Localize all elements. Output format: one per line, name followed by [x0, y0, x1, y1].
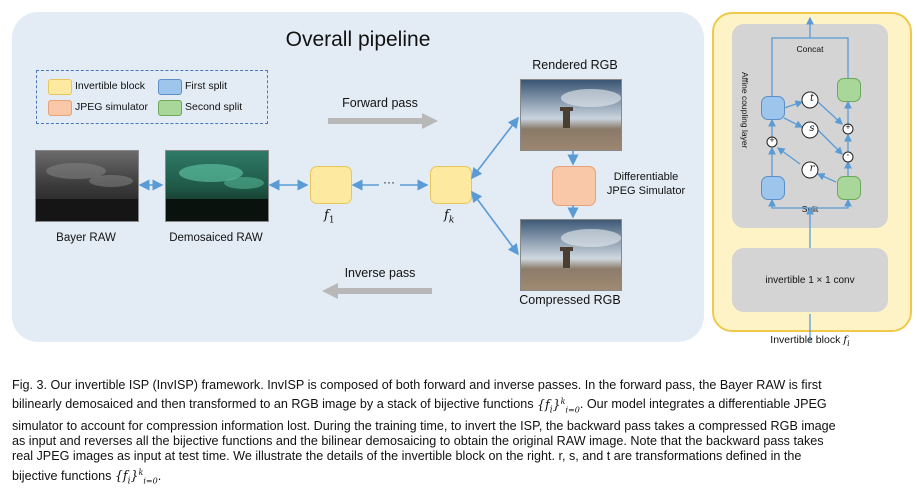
invertible-block-f1 — [310, 166, 352, 204]
inverse-pass-arrow — [322, 283, 432, 299]
caption-line-6b: . — [157, 468, 162, 483]
jpeg-simulator-label: Differentiable JPEG Simulator — [606, 170, 706, 198]
fi-sup: k — [560, 396, 566, 406]
invertible-block-fk — [430, 166, 472, 204]
caption-line-1: Fig. 3. Our invertible ISP (InvISP) fram… — [12, 378, 822, 392]
plus-left: + — [769, 135, 775, 145]
add-node-right — [842, 123, 854, 135]
block-caption-sub: i — [847, 339, 850, 349]
legend-second-split-label: Second split — [185, 101, 243, 113]
legend-first-split-swatch — [158, 79, 182, 95]
r-node — [801, 161, 819, 179]
rendered-rgb-label: Rendered RGB — [532, 58, 618, 72]
fi-sup-2: k — [138, 467, 144, 477]
fi-open-2: {f — [114, 467, 128, 483]
caption-line-2a: bilinearly demosaiced and then transform… — [12, 397, 538, 412]
fk-symbol: f — [444, 208, 449, 223]
forward-pass-arrow — [328, 113, 438, 129]
fi-sub: i — [549, 405, 553, 416]
caption-line-3: simulator to account for compression inf… — [12, 418, 836, 433]
rendered-rgb-image — [520, 79, 622, 151]
fk-subscript: k — [448, 215, 455, 226]
fk-label: fk — [444, 208, 454, 226]
f1-label: f1 — [324, 208, 335, 226]
forward-pass-label: Forward pass — [342, 96, 418, 110]
jpeg-simulator-label-line2: JPEG Simulator — [606, 185, 686, 197]
fi-range: i=0 — [565, 405, 580, 415]
concat-label: Concat — [796, 44, 824, 54]
figure-caption: Fig. 3. Our invertible ISP (InvISP) fram… — [12, 378, 908, 490]
demosaiced-raw-label: Demosaiced RAW — [169, 232, 263, 244]
jpeg-simulator-block — [552, 166, 596, 206]
t-label: t — [809, 93, 815, 104]
plus-right: + — [845, 122, 851, 132]
pipeline-title: Overall pipeline — [285, 28, 431, 51]
add-node-left — [766, 136, 778, 148]
s-label: s — [809, 123, 815, 134]
compressed-rgb-label: Compressed RGB — [519, 293, 621, 307]
legend-jpeg-swatch — [48, 100, 72, 116]
demosaiced-raw-image — [165, 150, 269, 222]
caption-line-5: real JPEG images as input at test time. … — [12, 449, 802, 464]
caption-line-6a: bijective functions — [12, 468, 115, 483]
conv-label: invertible 1 × 1 conv — [765, 275, 855, 286]
bayer-raw-image — [35, 150, 139, 222]
bayer-raw-label: Bayer RAW — [56, 232, 116, 244]
first-split-bottom — [761, 176, 785, 200]
ellipsis: ··· — [383, 175, 395, 189]
invertible-block-caption: Invertible block fi — [712, 334, 908, 348]
caption-fi-set-1: {fi}ki=0 — [537, 396, 580, 416]
legend-first-split-label: First split — [185, 80, 227, 92]
s-node — [801, 121, 819, 139]
f1-symbol: f — [324, 208, 329, 223]
coupling-arrows — [766, 16, 854, 342]
jpeg-simulator-label-line1: Differentiable — [613, 171, 679, 183]
legend-invertible-label: Invertible block — [75, 80, 146, 92]
fi-open: {f — [537, 396, 550, 412]
legend — [36, 70, 268, 124]
fi-close: } — [552, 396, 561, 412]
legend-invertible-swatch — [48, 79, 72, 95]
legend-jpeg-label: JPEG simulator — [75, 101, 148, 113]
dot-right: · — [846, 149, 850, 161]
inverse-pass-label: Inverse pass — [344, 266, 416, 280]
caption-line-4: as input and reverses all the bijective … — [12, 433, 824, 448]
r-label: r — [809, 163, 815, 174]
block-caption-text: Invertible block — [770, 334, 841, 346]
caption-line-2: bilinearly demosaiced and then transform… — [12, 393, 908, 418]
caption-line-6: bijective functions {fi}ki=0. — [12, 465, 908, 490]
caption-line-2b: . Our model integrates a differentiable … — [579, 397, 827, 412]
mul-node-right — [842, 151, 854, 163]
fi-close-2: } — [130, 467, 139, 483]
f1-subscript: 1 — [328, 215, 335, 226]
second-split-top — [837, 78, 861, 102]
conv-box — [732, 248, 888, 312]
compressed-rgb-image — [520, 219, 622, 291]
legend-second-split-swatch — [158, 100, 182, 116]
block-caption-f: f — [843, 334, 848, 346]
t-node — [801, 91, 819, 109]
